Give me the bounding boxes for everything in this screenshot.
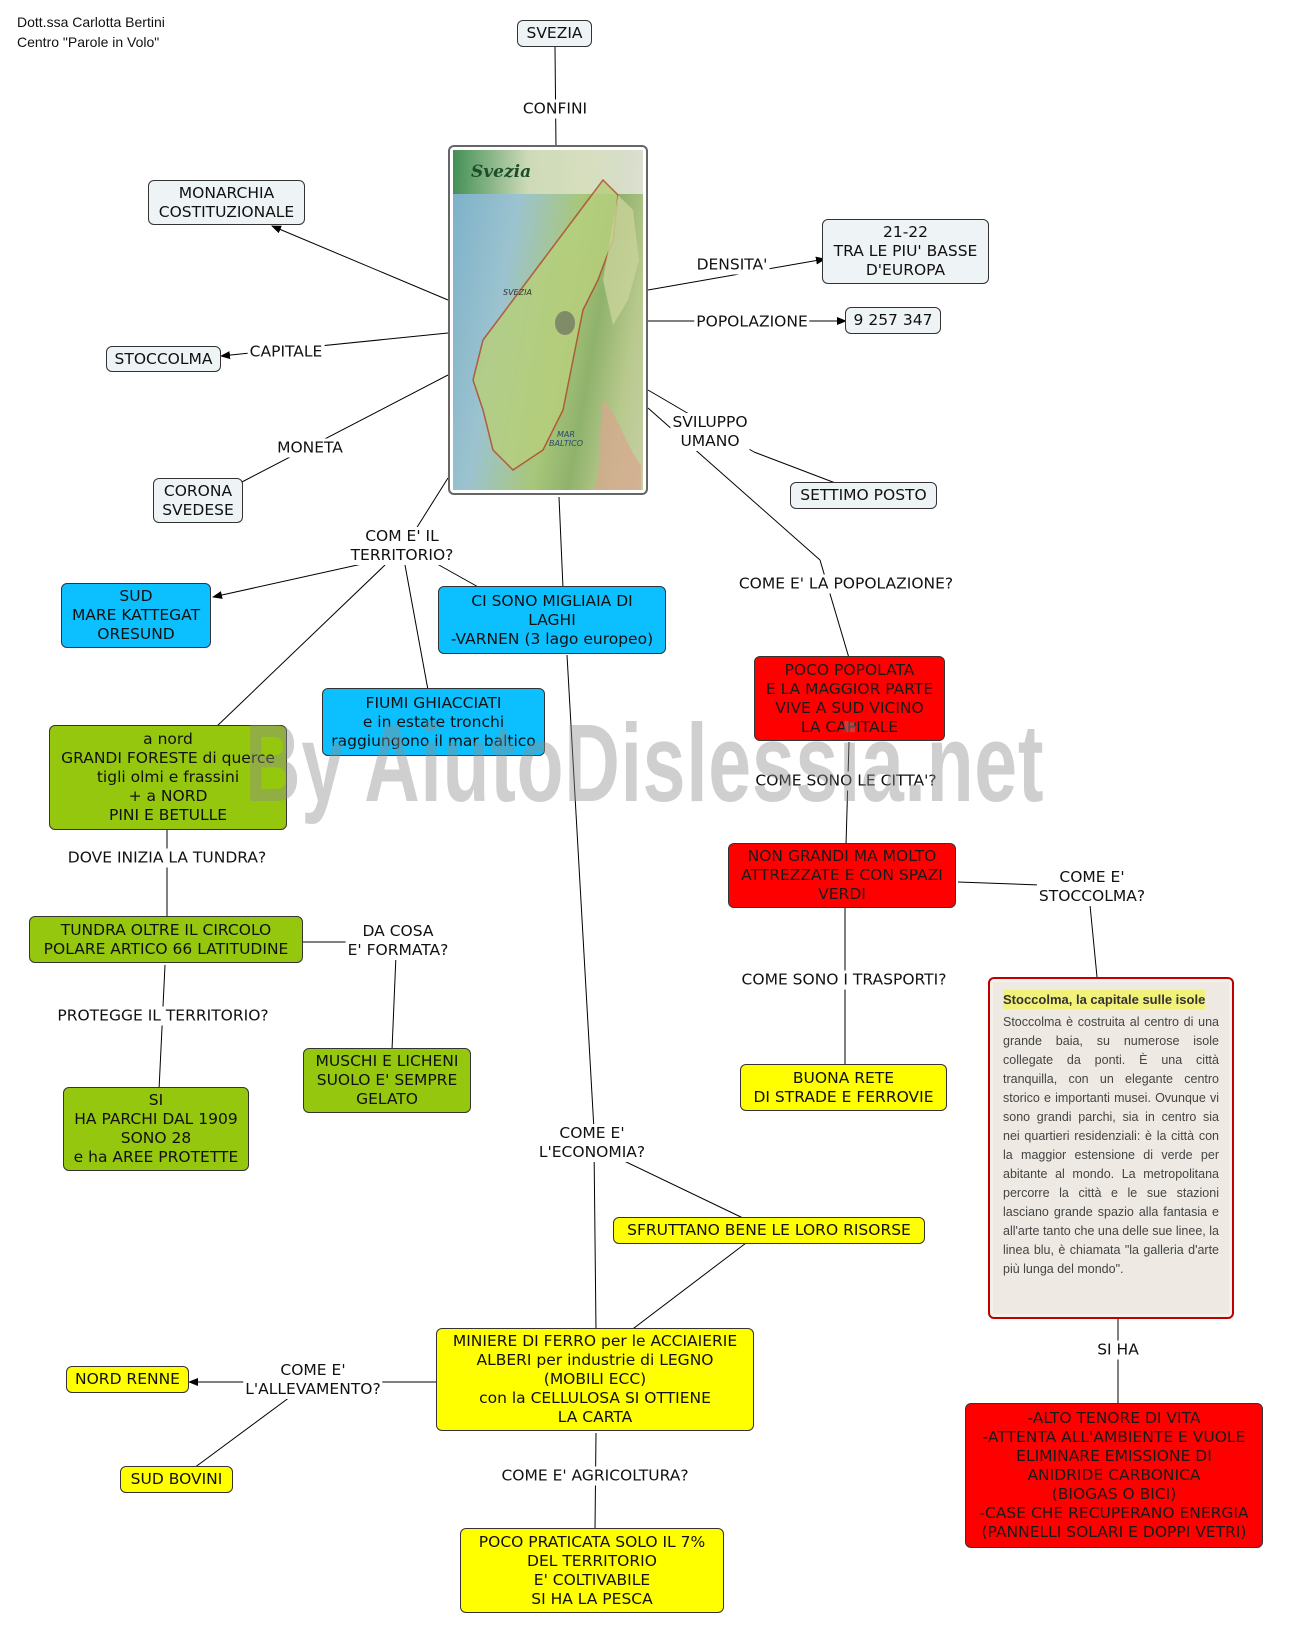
label-come-stoccolma: COME E' STOCCOLMA? [1036,868,1148,906]
node-corona[interactable]: CORONA SVEDESE [153,478,243,523]
node-risorse[interactable]: SFRUTTANO BENE LE LORO RISORSE [613,1217,925,1244]
node-parchi[interactable]: SI HA PARCHI DAL 1909 SONO 28 e ha AREE … [63,1087,249,1171]
label-densita: DENSITA' [694,255,770,275]
node-sud-mare[interactable]: SUD MARE KATTEGAT ORESUND [61,583,211,648]
map-picture: Svezia SVEZIA MAR BALTICO [453,150,643,490]
map-label-mar-baltico: MAR BALTICO [549,430,584,448]
label-tundra: DOVE INIZIA LA TUNDRA? [65,848,269,868]
node-miniere[interactable]: MINIERE DI FERRO per le ACCIAIERIE ALBER… [436,1328,754,1431]
node-settimo-posto[interactable]: SETTIMO POSTO [790,482,937,509]
node-nord-renne[interactable]: NORD RENNE [66,1366,189,1393]
sweden-country-shape [472,178,641,490]
label-come-popolazione: COME E' LA POPOLAZIONE? [736,574,956,594]
node-popolazione-value[interactable]: 9 257 347 [845,307,941,334]
node-trasporti[interactable]: BUONA RETE DI STRADE E FERROVIE [740,1064,947,1111]
book-text: Stoccolma è costruita al centro di una g… [1003,1015,1219,1276]
sweden-map-image: Svezia SVEZIA MAR BALTICO [448,145,648,495]
node-laghi[interactable]: CI SONO MIGLIAIA DI LAGHI -VARNEN (3 lag… [438,586,666,654]
map-title: Svezia [471,162,532,182]
label-protegge: PROTEGGE IL TERRITORIO? [55,1006,271,1026]
author-credit: Dott.ssa Carlotta Bertini Centro "Parole… [17,14,165,50]
label-moneta: MONETA [275,438,345,458]
node-citta[interactable]: NON GRANDI MA MOLTO ATTREZZATE E CON SPA… [728,843,956,908]
node-stoccolma[interactable]: STOCCOLMA [106,346,221,372]
node-svezia[interactable]: SVEZIA [517,20,592,47]
node-tundra[interactable]: TUNDRA OLTRE IL CIRCOLO POLARE ARTICO 66… [29,916,303,963]
label-popolazione: POPOLAZIONE [694,312,810,332]
node-tenore-vita[interactable]: -ALTO TENORE DI VITA -ATTENTA ALL'AMBIEN… [965,1403,1263,1548]
label-formata: DA COSA E' FORMATA? [345,922,451,960]
node-monarchia[interactable]: MONARCHIA COSTITUZIONALE [148,180,305,225]
label-allevamento: COME E' L'ALLEVAMENTO? [243,1361,383,1399]
map-header-band [453,150,643,194]
label-confini: CONFINI [520,99,590,119]
label-sviluppo-umano: SVILUPPO UMANO [670,413,750,451]
node-sud-bovini[interactable]: SUD BOVINI [120,1466,233,1493]
book-title: Stoccolma, la capitale sulle isole [1003,990,1206,1009]
node-densita-value[interactable]: 21-22 TRA LE PIU' BASSE D'EUROPA [822,219,989,284]
book-page: Stoccolma, la capitale sulle isole Stocc… [993,982,1229,1314]
label-economia: COME E' L'ECONOMIA? [536,1124,648,1162]
label-come-citta: COME SONO LE CITTA'? [753,771,939,791]
node-muschi[interactable]: MUSCHI E LICHENI SUOLO E' SEMPRE GELATO [303,1048,471,1113]
label-si-ha: SI HA [1095,1340,1141,1360]
map-label-svezia: SVEZIA [503,288,532,297]
node-foreste[interactable]: a nord GRANDI FORESTE di querce tigli ol… [49,725,287,830]
label-territorio: COM E' IL TERRITORIO? [348,527,456,565]
node-fiumi[interactable]: FIUMI GHIACCIATI e in estate tronchi rag… [322,688,545,756]
label-capitale: CAPITALE [247,342,325,362]
label-agricoltura: COME E' AGRICOLTURA? [499,1466,691,1486]
node-poco-popolata[interactable]: POCO POPOLATA E LA MAGGIOR PARTE VIVE A … [754,656,945,741]
node-agricoltura[interactable]: POCO PRATICATA SOLO IL 7% DEL TERRITORIO… [460,1528,724,1613]
label-trasporti: COME SONO I TRASPORTI? [739,970,949,990]
stoccolma-book-image: Stoccolma, la capitale sulle isole Stocc… [988,977,1234,1319]
